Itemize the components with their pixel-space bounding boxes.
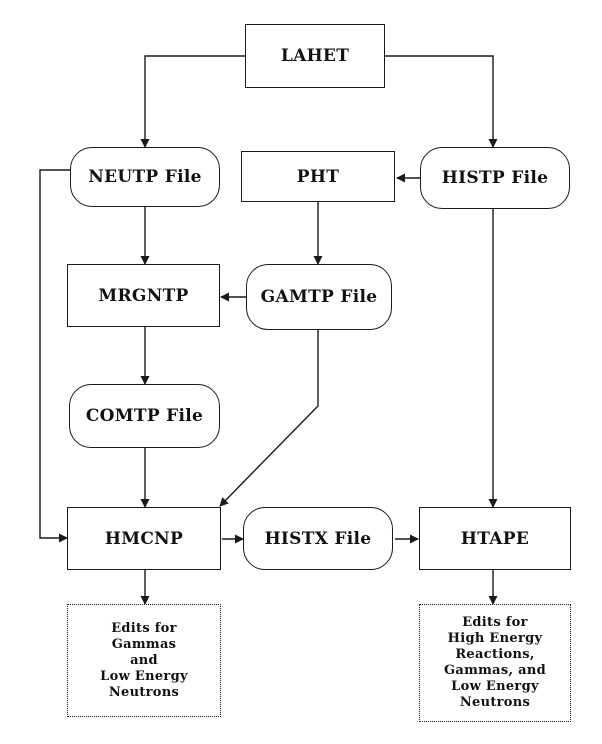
edge-neutp-hmcnp — [39, 169, 70, 543]
gamtp-file-node: GAMTP File — [246, 264, 392, 330]
edits-high-energy-box: Edits for High Energy Reactions, Gammas,… — [419, 604, 571, 722]
htape-box: HTAPE — [419, 507, 571, 570]
histp-file-node: HISTP File — [420, 147, 570, 209]
edits-gammas-neutrons-box: Edits for Gammas and Low Energy Neutrons — [67, 604, 221, 717]
histx-file-node: HISTX File — [243, 507, 393, 570]
edge-gamtp-hmcnp — [219, 330, 319, 507]
lahet-box: LAHET — [245, 24, 385, 88]
hmcnp-box: HMCNP — [67, 507, 221, 570]
pht-box: PHT — [241, 151, 395, 202]
neutp-file-node: NEUTP File — [70, 147, 220, 207]
comtp-file-node: COMTP File — [69, 384, 220, 448]
mrgntp-box: MRGNTP — [67, 264, 220, 327]
edge-lahet-neutp — [140, 55, 245, 148]
edge-lahet-histp — [385, 55, 498, 148]
